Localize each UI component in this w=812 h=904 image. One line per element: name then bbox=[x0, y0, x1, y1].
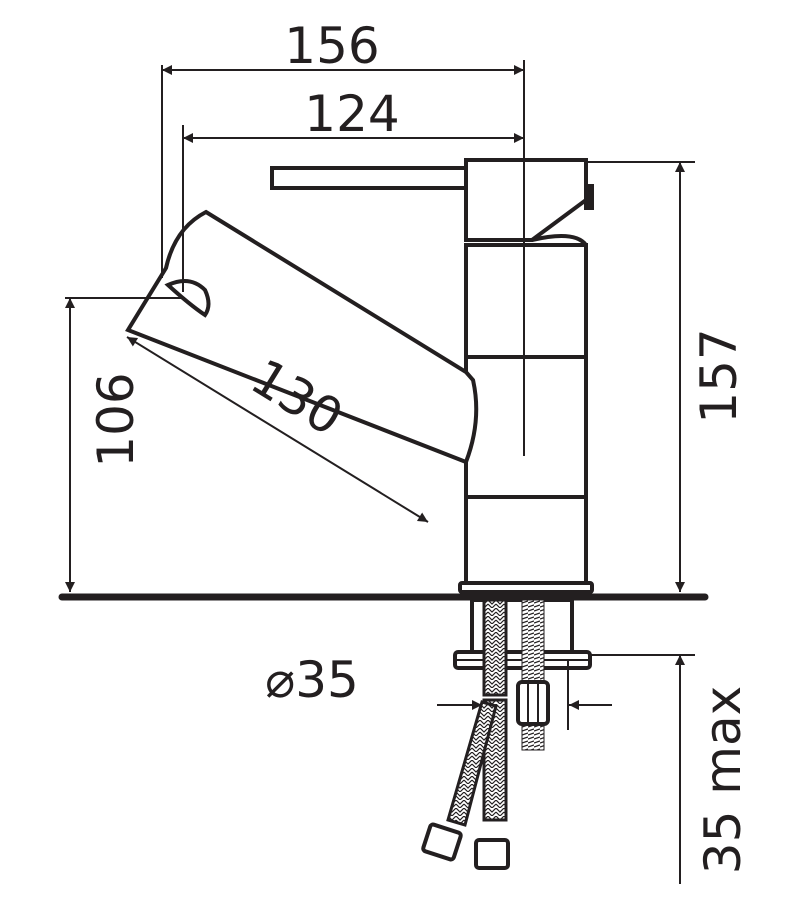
lever-handle bbox=[270, 158, 594, 247]
label-124: 124 bbox=[304, 85, 399, 143]
hose-nut bbox=[474, 838, 510, 870]
label-106: 106 bbox=[87, 372, 145, 467]
threaded-rod bbox=[521, 599, 545, 751]
label-35-max: 35 max bbox=[694, 686, 752, 874]
hose-nut bbox=[421, 822, 463, 862]
label-diameter-35: ⌀35 bbox=[265, 651, 359, 709]
dim-line-130 bbox=[126, 336, 429, 523]
label-156: 156 bbox=[284, 17, 379, 75]
supply-hoses bbox=[421, 598, 510, 870]
faucet-body bbox=[458, 243, 594, 594]
nut bbox=[516, 680, 550, 726]
label-157: 157 bbox=[690, 328, 748, 423]
